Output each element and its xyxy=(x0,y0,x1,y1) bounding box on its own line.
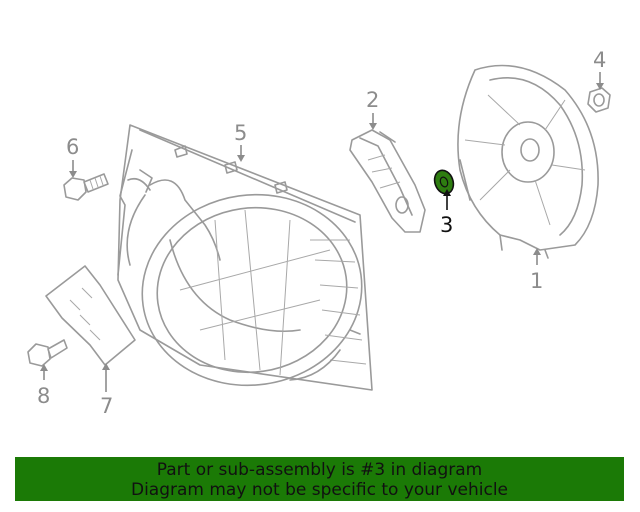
info-banner: Part or sub-assembly is #3 in diagram Di… xyxy=(15,457,624,501)
fan-shroud-part-5[interactable] xyxy=(117,124,374,399)
callout-5: 5 xyxy=(234,121,247,145)
arrow-head-3 xyxy=(443,189,451,196)
bolt-part-6[interactable] xyxy=(63,173,109,201)
seal-part-3[interactable] xyxy=(431,168,456,197)
bracket-part-7[interactable] xyxy=(45,265,136,366)
callout-1: 1 xyxy=(530,269,543,293)
arrow-head-4 xyxy=(596,83,604,90)
callout-4: 4 xyxy=(593,48,606,72)
nut-part-4[interactable] xyxy=(587,87,611,113)
arrow-head-2 xyxy=(369,123,377,130)
callout-3: 3 xyxy=(440,213,453,237)
arrow-head-1 xyxy=(533,248,541,255)
fan-assembly-part-1[interactable] xyxy=(457,64,599,259)
callout-2: 2 xyxy=(366,88,379,112)
callout-7: 7 xyxy=(100,394,113,418)
arrow-head-5 xyxy=(237,155,245,162)
arrow-head-8 xyxy=(40,364,48,371)
fan-motor-part-2[interactable] xyxy=(349,129,426,233)
arrow-head-6 xyxy=(69,171,77,178)
bolt-part-8[interactable] xyxy=(27,339,68,367)
parts-diagram: 1 2 3 4 5 6 7 8 xyxy=(27,48,611,418)
banner-line-1: Part or sub-assembly is #3 in diagram xyxy=(156,460,483,480)
banner-line-2: Diagram may not be specific to your vehi… xyxy=(130,480,508,500)
callout-6: 6 xyxy=(66,135,79,159)
arrow-head-7 xyxy=(102,363,110,370)
callout-8: 8 xyxy=(37,384,50,408)
